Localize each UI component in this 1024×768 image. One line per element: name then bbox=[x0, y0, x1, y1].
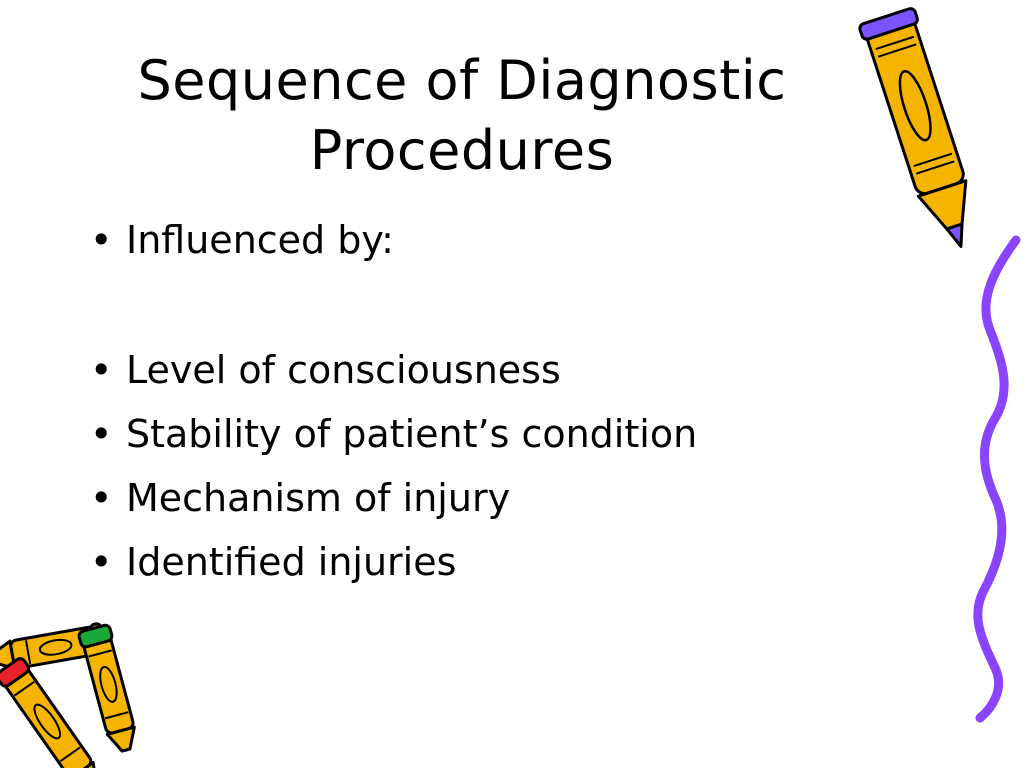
bullet-text: Identified injuries bbox=[126, 540, 457, 584]
crayon-icon bbox=[0, 657, 98, 768]
bullet-item: • Identified injuries bbox=[90, 530, 850, 594]
bullet-item: • Influenced by: bbox=[90, 208, 850, 272]
bullet-marker: • bbox=[90, 476, 113, 520]
bullet-text: Mechanism of injury bbox=[126, 476, 511, 520]
bullet-text: Level of consciousness bbox=[126, 348, 561, 392]
crayon-icon bbox=[858, 7, 968, 248]
squiggle-line-icon bbox=[973, 235, 1021, 723]
bullet-item: • Stability of patient’s condition bbox=[90, 402, 850, 466]
title-line-2: Procedures bbox=[309, 119, 615, 182]
bullet-item: • Level of consciousness bbox=[90, 338, 850, 402]
bullet-item: • Mechanism of injury bbox=[90, 466, 850, 530]
bullet-text: Influenced by: bbox=[126, 218, 394, 262]
title-line-1: Sequence of Diagnostic bbox=[137, 49, 787, 112]
bullet-list: • Influenced by: • Level of consciousnes… bbox=[90, 208, 850, 594]
slide-title: Sequence of Diagnostic Procedures bbox=[100, 46, 824, 186]
bullet-marker: • bbox=[90, 540, 113, 584]
bullet-text: Stability of patient’s condition bbox=[126, 412, 698, 456]
bullet-marker: • bbox=[90, 348, 113, 392]
bullet-marker: • bbox=[90, 218, 113, 262]
bullet-marker: • bbox=[90, 412, 113, 456]
crayon-icon bbox=[77, 623, 136, 753]
